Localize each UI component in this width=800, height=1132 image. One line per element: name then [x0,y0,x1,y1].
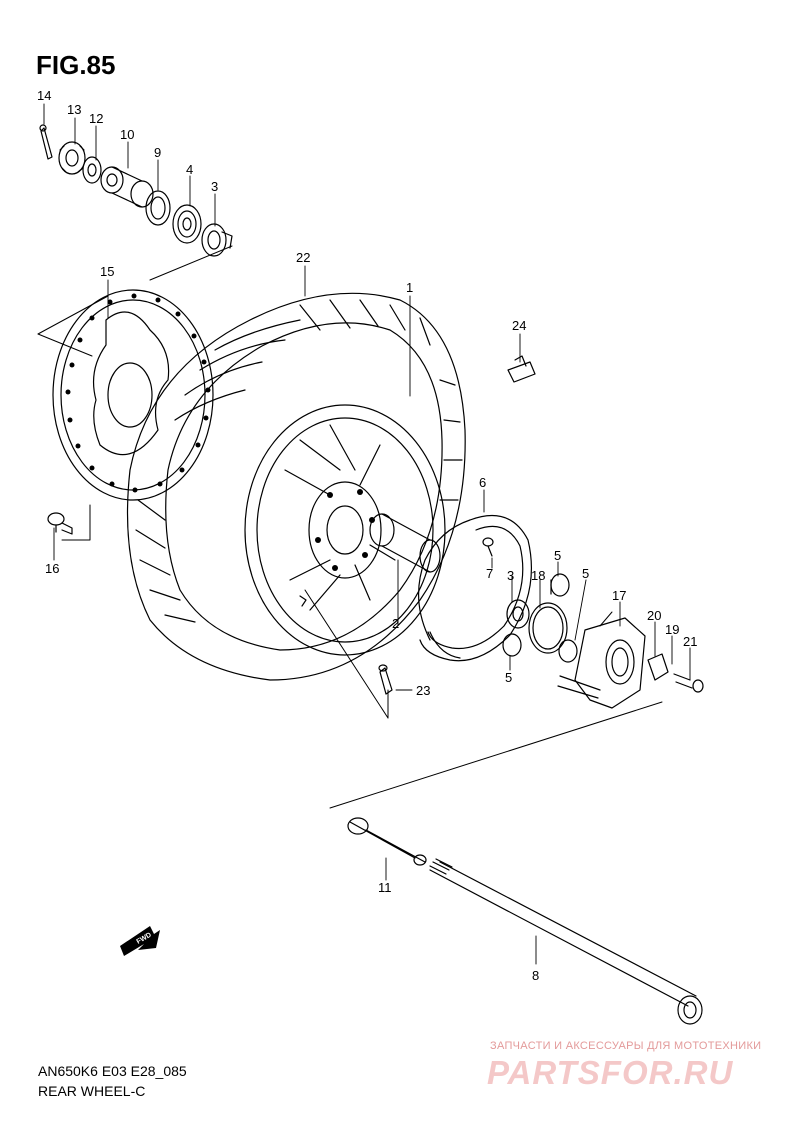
callout-3-top: 3 [211,179,218,194]
assembly-guide-lines [37,245,663,809]
clip-part [507,355,536,383]
callout-23: 23 [416,683,430,698]
callout-20: 20 [647,608,661,623]
speed-sensor-part [647,653,669,681]
callout-2: 2 [392,616,399,631]
section-name: REAR WHEEL-C [38,1083,146,1099]
leader-lines [43,103,691,965]
callout-1: 1 [406,280,413,295]
figure-title: FIG.85 [36,50,116,80]
spacer-part [100,166,154,208]
callout-5-mid: 5 [582,566,589,581]
callout-14: 14 [37,88,51,103]
washer-part [82,156,102,184]
callout-9: 9 [154,145,161,160]
callout-4: 4 [186,162,193,177]
bearing-part-small [201,223,233,257]
watermark-tagline: ЗАПЧАСТИ И АКСЕССУАРЫ ДЛЯ МОТОТЕХНИКИ [490,1040,762,1052]
cotter-pin-part [39,124,53,160]
callout-15: 15 [100,264,114,279]
fwd-direction-arrow: FWD [120,926,160,956]
callout-18: 18 [531,568,545,583]
callout-17: 17 [612,588,626,603]
oil-seal-part [145,190,171,226]
sensor-rotor-part [418,514,533,662]
rear-axle-part [429,858,703,1025]
model-code: AN650K6 E03 E28_085 [38,1063,187,1079]
brake-disc-part [52,289,214,501]
callout-24: 24 [512,318,526,333]
rotor-screw-part [482,537,494,557]
callout-7: 7 [486,566,493,581]
callout-13: 13 [67,102,81,117]
callout-11: 11 [378,880,392,895]
dust-seal-part-top [550,573,570,597]
callout-3-right: 3 [507,568,514,583]
dust-seal-part-left [502,633,522,657]
watermark-logo: PARTSFOR.RU [487,1054,734,1091]
wheel-rim-part [244,404,446,656]
callout-21: 21 [683,634,697,649]
disc-bolt-part [47,512,73,535]
callout-12: 12 [89,111,103,126]
sensor-housing-part [557,617,646,709]
axle-spacer-part [347,817,427,866]
castle-nut-part [58,141,86,175]
callout-19: 19 [665,622,679,637]
dust-seal-part-right [558,639,578,663]
wheel-axle-stub-part [369,513,441,573]
tire-valve-part [378,664,393,695]
callout-8: 8 [532,968,539,983]
callout-22: 22 [296,250,310,265]
bearing-part-upper [172,204,202,244]
o-ring-part [528,602,568,654]
callout-16: 16 [45,561,59,576]
callout-10: 10 [120,127,134,142]
callout-labels: 14 13 12 10 9 4 3 15 22 1 24 6 7 3 18 5 … [37,88,697,983]
callout-5-bottom: 5 [505,670,512,685]
callout-6: 6 [479,475,486,490]
bearing-part-right [506,599,530,629]
tire-part [126,292,466,681]
callout-5-top: 5 [554,548,561,563]
sensor-bolt-part [673,673,704,693]
